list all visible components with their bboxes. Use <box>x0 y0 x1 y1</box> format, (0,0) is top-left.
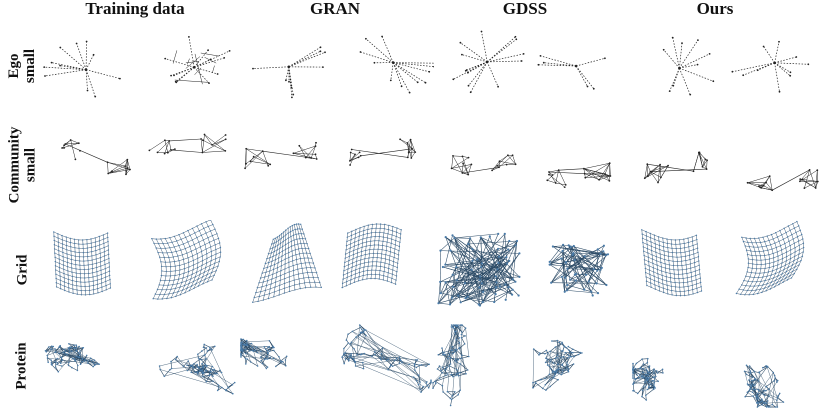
graph-panel-protein-3 <box>238 322 336 410</box>
graph-panel-protein-1 <box>42 322 140 410</box>
graph-panel-protein-7 <box>630 322 728 410</box>
graph-panel-ego-1 <box>42 22 140 110</box>
graph-panel-grid-8 <box>730 220 828 320</box>
graph-panel-ego-3 <box>238 22 336 110</box>
graph-panel-community-5 <box>430 110 528 220</box>
graph-panel-protein-2 <box>140 322 238 410</box>
graph-panel-grid-5 <box>430 220 528 320</box>
column-title-gran: GRAN <box>309 0 361 18</box>
graph-panel-community-3 <box>238 110 336 220</box>
graph-panel-grid-7 <box>630 220 728 320</box>
column-title-gdss: GDSS <box>502 0 548 18</box>
graph-panel-community-2 <box>140 110 238 220</box>
graph-panel-grid-2 <box>140 220 238 320</box>
graph-panel-protein-5 <box>430 322 528 410</box>
graph-panel-community-8 <box>730 110 828 220</box>
graph-panel-grid-3 <box>238 220 336 320</box>
graph-panel-grid-6 <box>530 220 628 320</box>
graph-panel-grid-4 <box>336 220 434 320</box>
row-label-grid: Grid <box>14 254 30 286</box>
graph-panel-community-6 <box>530 110 628 220</box>
column-title-training-data: Training data <box>85 0 185 18</box>
graph-panel-ego-8 <box>730 22 828 110</box>
graph-panel-community-1 <box>42 110 140 220</box>
graph-panel-ego-6 <box>530 22 628 110</box>
graph-panel-ego-7 <box>630 22 728 110</box>
graph-panel-protein-8 <box>730 322 828 410</box>
graph-panel-ego-2 <box>140 22 238 110</box>
row-label-protein: Protein <box>14 342 30 390</box>
graph-panel-ego-4 <box>336 22 434 110</box>
graph-panel-ego-5 <box>430 22 528 110</box>
graph-panel-community-7 <box>630 110 728 220</box>
column-title-ours: Ours <box>696 0 734 18</box>
graph-panel-community-4 <box>336 110 434 220</box>
graph-panel-protein-6 <box>530 322 628 410</box>
graph-panel-grid-1 <box>42 220 140 320</box>
graph-panel-protein-4 <box>336 322 434 410</box>
